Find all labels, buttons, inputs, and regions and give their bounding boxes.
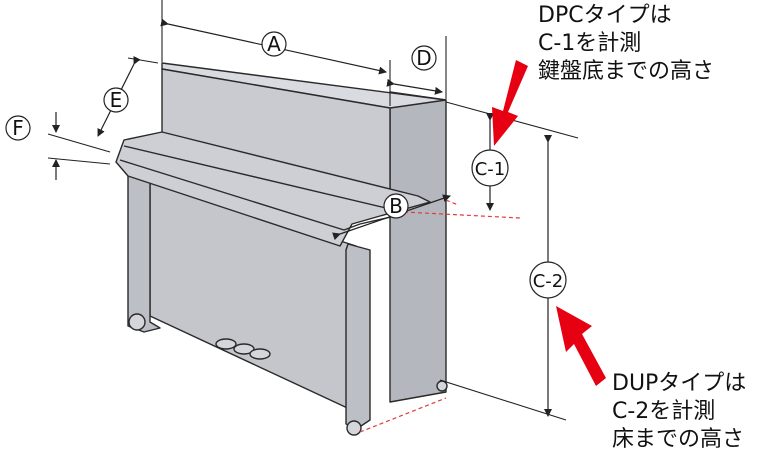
dpc-note-line-1: DPCタイプは: [538, 3, 672, 28]
red-callout-arrows: [492, 60, 606, 386]
svg-text:E: E: [110, 88, 123, 112]
pedal-left: [215, 338, 237, 350]
dpc-note-line-2: C-1を計測: [538, 31, 642, 56]
label-c1: C-1: [471, 149, 509, 187]
svg-text:B: B: [389, 194, 403, 218]
upright-piano: [115, 62, 448, 436]
svg-text:D: D: [416, 46, 431, 70]
svg-text:C-2: C-2: [533, 271, 564, 292]
right-caster: [346, 420, 362, 436]
svg-text:F: F: [12, 116, 24, 140]
dpc-note-line-3: 鍵盤底までの高さ: [538, 59, 715, 84]
label-a: A: [261, 31, 287, 57]
label-c2: C-2: [529, 261, 567, 299]
red-arrow-dpc: [492, 60, 528, 146]
dup-note-line-2: C-2を計測: [612, 399, 716, 424]
pedal-middle: [233, 343, 255, 355]
label-f: F: [5, 115, 31, 141]
dup-note-line-3: 床までの高さ: [612, 427, 745, 452]
dim-d-line: [386, 78, 443, 95]
svg-text:A: A: [267, 32, 281, 56]
label-e: E: [103, 87, 129, 113]
dup-type-note: DUPタイプは C-2を計測 床までの高さ: [612, 370, 746, 454]
back-caster: [436, 380, 448, 392]
dimension-labels: A D E F B C-1 C-2: [5, 31, 567, 299]
dup-note-line-1: DUPタイプは: [612, 371, 747, 396]
label-b: B: [383, 193, 409, 219]
pedal-right: [249, 348, 271, 360]
piano-right-leg: [345, 243, 371, 429]
svg-text:C-1: C-1: [475, 159, 506, 180]
left-caster: [128, 313, 146, 331]
piano-side-panel: [389, 91, 447, 403]
label-d: D: [411, 45, 437, 71]
dpc-type-note: DPCタイプは C-1を計測 鍵盤底までの高さ: [538, 2, 714, 86]
red-arrow-dup: [556, 306, 606, 386]
